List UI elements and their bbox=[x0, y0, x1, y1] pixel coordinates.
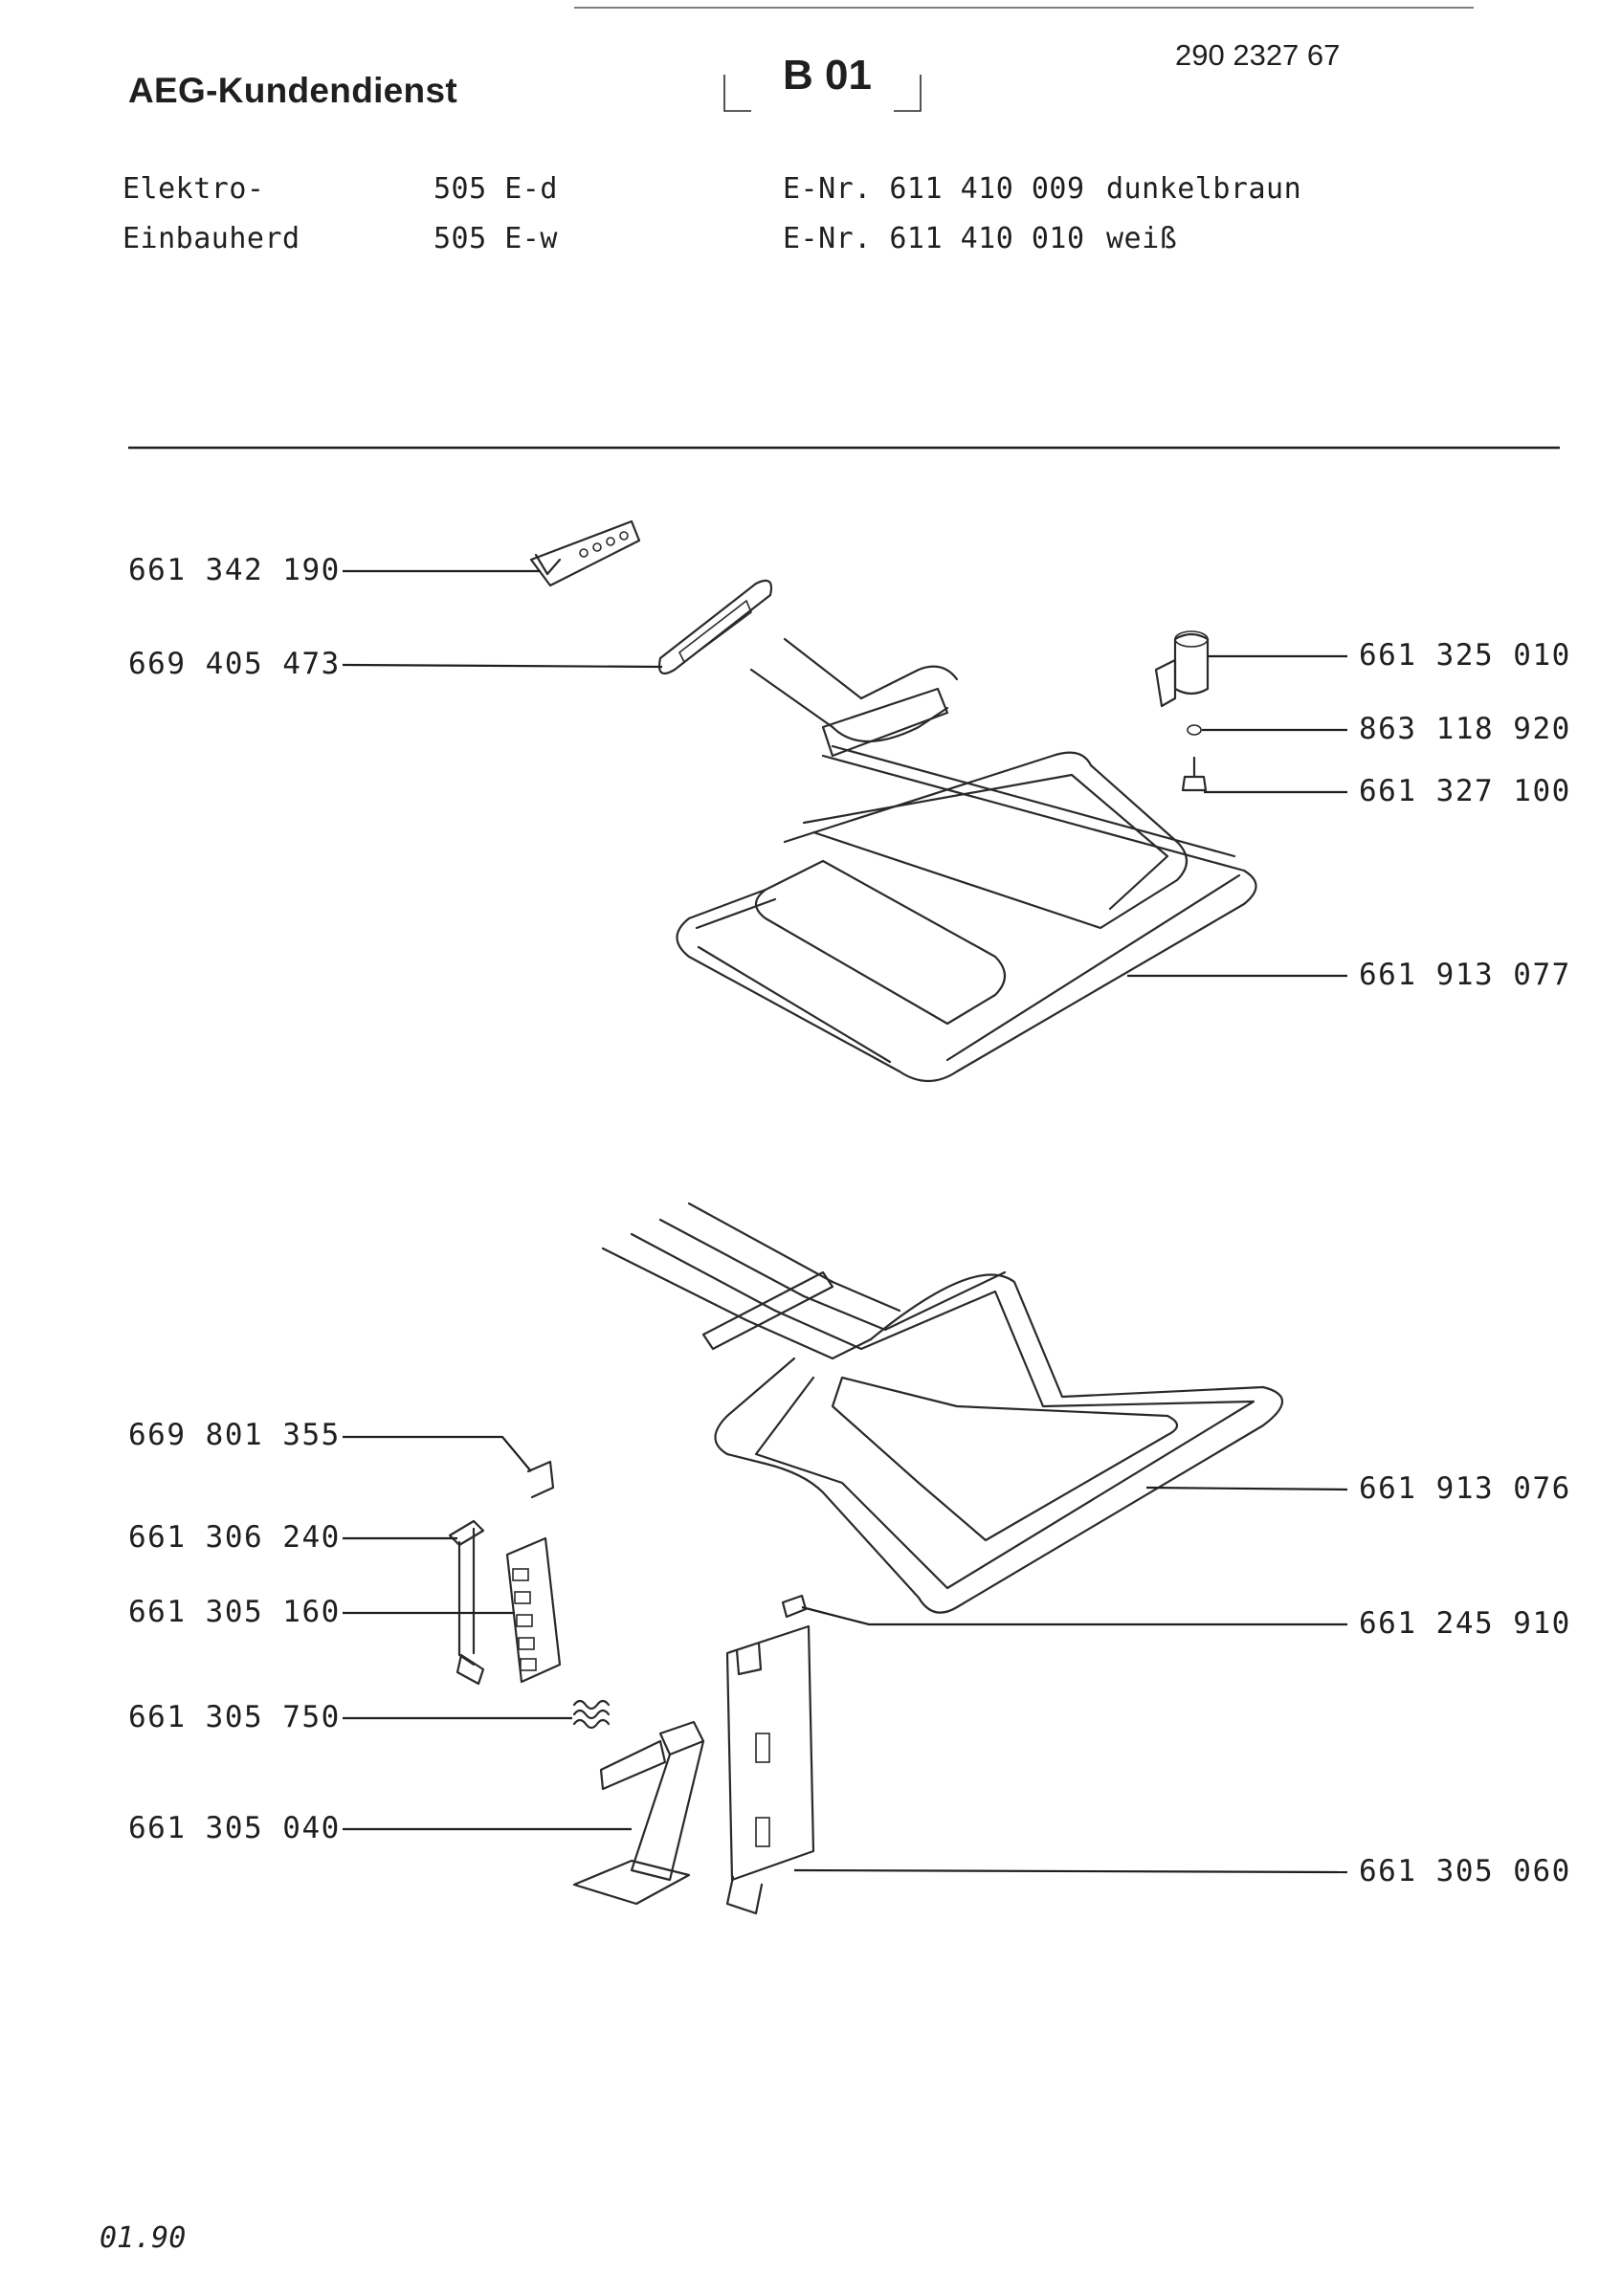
part-number-661-306-240: 661 306 240 bbox=[128, 1520, 341, 1555]
product-label-2: Einbauherd bbox=[122, 222, 300, 255]
thermostat-sensor-drawing bbox=[1154, 630, 1210, 708]
part-number-661-305-060: 661 305 060 bbox=[1359, 1854, 1571, 1888]
leader-line-661-305-060 bbox=[793, 1868, 1348, 1874]
section-code: B 01 bbox=[783, 52, 872, 99]
leader-line-669-801-355 bbox=[343, 1435, 532, 1472]
screw-drawing bbox=[1181, 756, 1208, 792]
part-number-661-325-010: 661 325 010 bbox=[1359, 638, 1571, 673]
part-holder-drawing bbox=[572, 1720, 705, 1906]
product-enr-1: E-Nr. 611 410 009 bbox=[783, 172, 1085, 206]
part-number-661-305-160: 661 305 160 bbox=[128, 1595, 341, 1629]
part-terminal-block-drawing bbox=[505, 1536, 562, 1684]
product-color-1: dunkelbraun bbox=[1106, 172, 1302, 206]
leader-line-661-245-910 bbox=[801, 1605, 1347, 1626]
product-model-2: 505 E-w bbox=[433, 222, 558, 255]
part-number-661-342-190: 661 342 190 bbox=[128, 553, 341, 587]
document-number: 290 2327 67 bbox=[1175, 38, 1341, 72]
part-number-661-913-077: 661 913 077 bbox=[1359, 958, 1571, 992]
leader-line-661-913-076 bbox=[1145, 1486, 1348, 1491]
part-bracket-small-drawing bbox=[529, 519, 641, 587]
part-number-661-245-910: 661 245 910 bbox=[1359, 1606, 1571, 1641]
part-number-863-118-920: 863 118 920 bbox=[1359, 712, 1571, 746]
part-number-661-327-100: 661 327 100 bbox=[1359, 774, 1571, 808]
part-number-661-305-750: 661 305 750 bbox=[128, 1700, 341, 1734]
part-mounting-plate-drawing bbox=[725, 1624, 815, 1915]
part-u-bracket-drawing bbox=[448, 1519, 485, 1686]
product-label-1: Elektro- bbox=[122, 172, 265, 206]
part-spring-drawing bbox=[572, 1699, 611, 1730]
heating-element-top-drawing bbox=[676, 637, 1257, 1082]
product-color-2: weiß bbox=[1106, 222, 1178, 255]
revision-date: 01.90 bbox=[100, 2221, 187, 2255]
part-number-669-405-473: 669 405 473 bbox=[128, 647, 341, 681]
part-clip-drawing bbox=[526, 1460, 555, 1499]
part-number-661-305-040: 661 305 040 bbox=[128, 1811, 341, 1845]
heating-element-bottom-drawing bbox=[601, 1202, 1283, 1614]
part-number-661-913-076: 661 913 076 bbox=[1359, 1471, 1571, 1506]
leader-line-669-405-473 bbox=[342, 663, 663, 669]
part-gasket-drawing bbox=[657, 579, 773, 675]
product-model-1: 505 E-d bbox=[433, 172, 558, 206]
product-enr-2: E-Nr. 611 410 010 bbox=[783, 222, 1085, 255]
section-code-bracket bbox=[723, 75, 922, 112]
part-number-669-801-355: 669 801 355 bbox=[128, 1418, 341, 1452]
o-ring-drawing bbox=[1187, 724, 1202, 736]
brand-title: AEG-Kundendienst bbox=[128, 71, 457, 110]
